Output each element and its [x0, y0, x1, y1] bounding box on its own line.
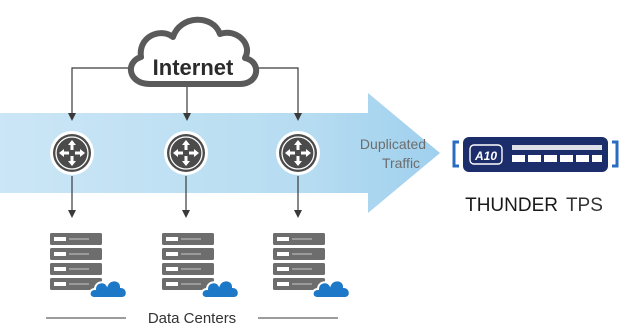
datacenter-connectors	[71, 176, 299, 212]
router-icon	[163, 130, 209, 176]
appliance-ports	[512, 145, 602, 162]
connector-arrowheads	[68, 113, 302, 121]
datacenter-arrowheads	[68, 210, 302, 218]
router-icon	[49, 130, 95, 176]
server-stack-icon	[50, 233, 102, 290]
appliance-name: THUNDER TPS	[465, 195, 603, 216]
cloud-label: Internet	[153, 55, 234, 80]
datacenter-2	[162, 233, 240, 299]
appliance-brand: A10	[474, 149, 497, 163]
appliance-icon	[452, 137, 619, 172]
arrow-label-line1: Duplicated	[360, 136, 426, 152]
footer-label: Data Centers	[148, 310, 236, 327]
cloud-icon	[128, 16, 259, 87]
traffic-flow-arrow	[0, 93, 440, 213]
server-stack-icon	[162, 233, 214, 290]
appliance-name-light: TPS	[566, 195, 603, 216]
appliance-name-bold: THUNDER	[465, 195, 558, 216]
datacenter-1	[50, 233, 128, 299]
cloud-connectors	[71, 67, 299, 114]
router-icon	[275, 130, 321, 176]
server-stack-icon	[273, 233, 325, 290]
datacenter-3	[273, 233, 351, 299]
arrow-label-line2: Traffic	[382, 155, 420, 171]
